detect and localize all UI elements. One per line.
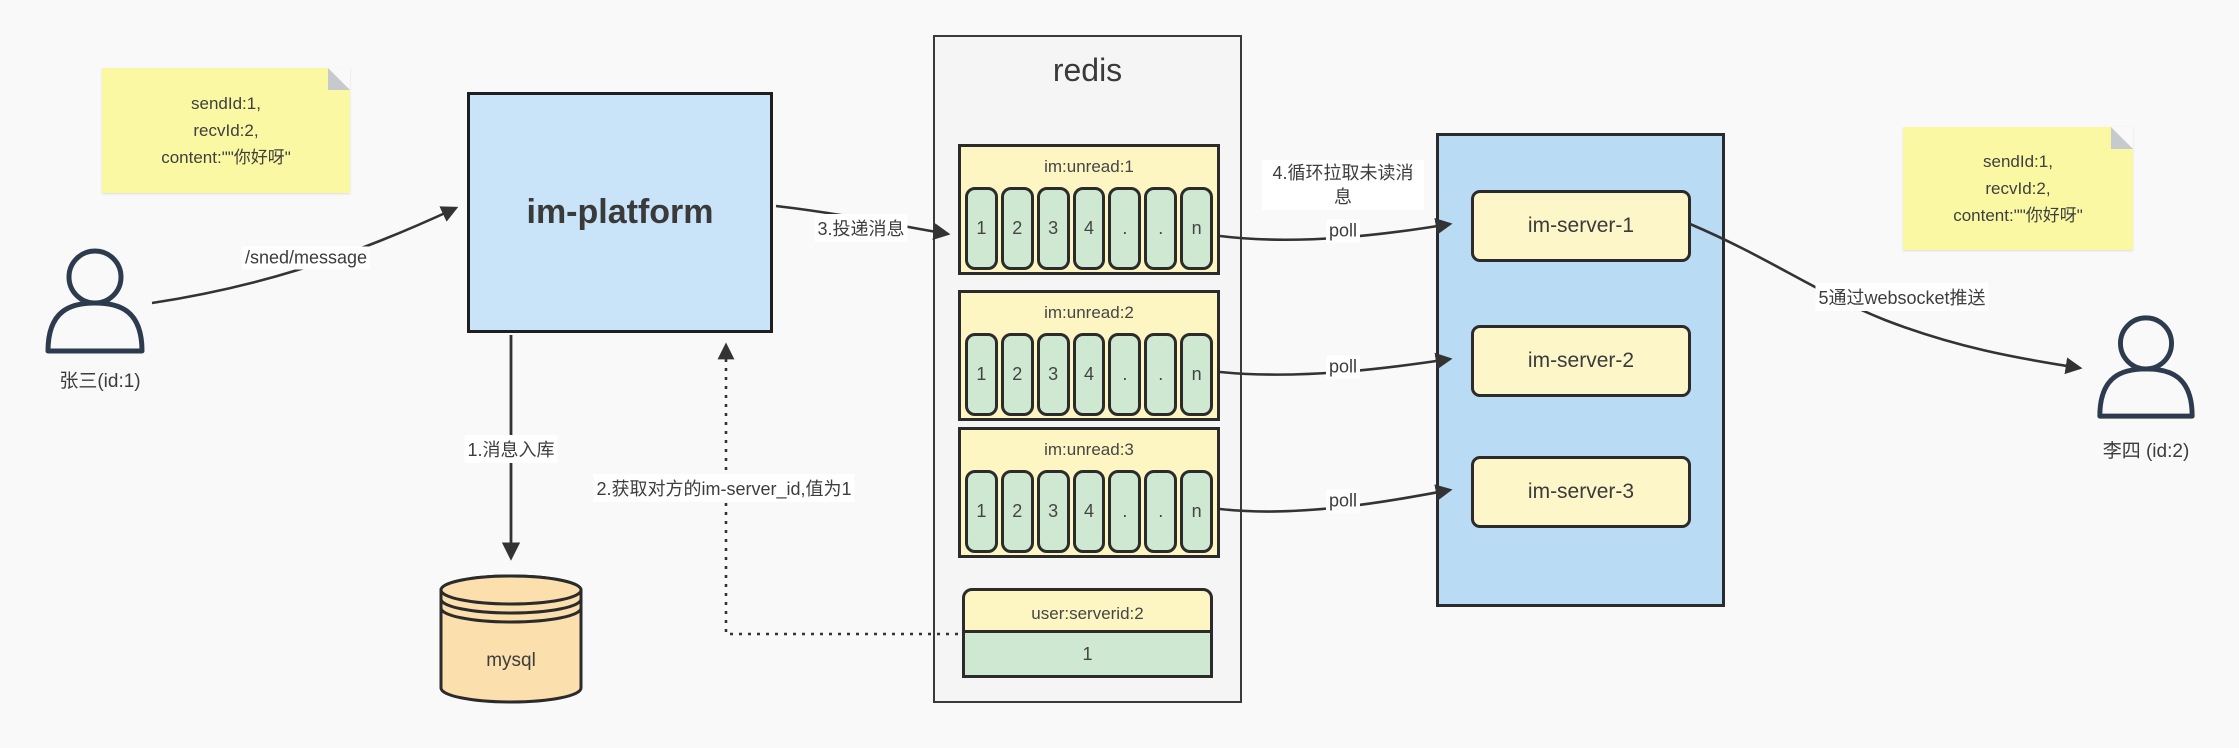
redis-user-serverid-box: user:serverid:2 1 [962,588,1213,678]
queue-cell: . [1144,470,1178,553]
queue-cell: 2 [1000,187,1034,270]
im-platform-box: im-platform [467,92,773,333]
mysql-database-shape [435,568,587,715]
edge-label-step4: 4.循环拉取未读消息 [1262,160,1424,210]
note-line: recvId:2, [193,121,259,140]
queue-cell: n [1180,333,1214,416]
queue-cells: 1 2 3 4 . . n [961,470,1217,553]
kv-value: 1 [962,633,1213,678]
queue-cell: n [1180,470,1214,553]
database-cylinder-icon [439,574,583,704]
person-icon-lisi [2090,312,2202,422]
edge-label-step3: 3.投递消息 [814,214,908,242]
queue-cell: . [1144,187,1178,270]
server-label: im-server-1 [1527,214,1635,237]
actor-label-lisi: 李四 (id:2) [2102,441,2190,462]
edge-label-poll-3: poll [1325,489,1361,513]
queue-cells: 1 2 3 4 . . n [961,333,1217,416]
queue-cell: 1 [965,187,998,270]
queue-cell: 2 [1000,333,1034,416]
server-label: im-server-2 [1527,349,1635,372]
redis-queue-im-unread-2: im:unread:2 1 2 3 4 . . n [958,290,1220,421]
note-line: content:""你好呀" [1953,206,2083,225]
queue-cell: 1 [965,333,998,416]
queue-title: im:unread:2 [1044,303,1134,322]
queue-cell: 1 [965,470,998,553]
note-line: sendId:1, [1983,152,2053,171]
queue-title: im:unread:1 [1044,157,1134,176]
person-icon-zhangsan [38,246,152,356]
edge-label-send-message: /sned/message [241,246,371,270]
person-icon [2097,315,2195,419]
redis-queue-im-unread-1: im:unread:1 1 2 3 4 . . n [958,144,1220,275]
queue-cell: 3 [1036,333,1070,416]
queue-cell: 3 [1036,470,1070,553]
queue-cells: 1 2 3 4 . . n [961,187,1217,270]
queue-cell: . [1108,333,1142,416]
queue-cell: 4 [1072,333,1106,416]
queue-cell: 4 [1072,187,1106,270]
im-server-2-box: im-server-2 [1471,325,1691,397]
queue-cell: 4 [1072,470,1106,553]
actor-label-zhangsan: 张三(id:1) [59,371,141,392]
kv-title: user:serverid:2 [962,588,1213,633]
queue-cell: . [1108,470,1142,553]
edge-label-step1: 1.消息入库 [464,435,558,463]
im-platform-label: im-platform [526,193,714,231]
queue-cell: 3 [1036,187,1070,270]
note-line: sendId:1, [191,94,261,113]
im-server-1-box: im-server-1 [1471,190,1691,262]
im-server-3-box: im-server-3 [1471,456,1691,528]
note-line: recvId:2, [1985,179,2051,198]
mysql-label: mysql [486,650,536,671]
note-line: content:""你好呀" [161,148,291,167]
queue-cell: n [1180,187,1214,270]
person-icon [45,248,145,354]
queue-title: im:unread:3 [1044,440,1134,459]
im-server-cluster-panel: im-server-1 im-server-2 im-server-3 [1436,133,1725,607]
edge-label-poll-2: poll [1325,355,1361,379]
redis-title: redis [1052,52,1123,88]
sticky-note-right: sendId:1, recvId:2, content:""你好呀" [1903,127,2133,250]
server-label: im-server-3 [1527,480,1635,503]
edge-label-step2: 2.获取对方的im-server_id,值为1 [593,474,855,502]
queue-cell: 2 [1000,470,1034,553]
edge-label-step5: 5通过websocket推送 [1815,283,1989,311]
sticky-note-left: sendId:1, recvId:2, content:""你好呀" [102,68,350,193]
edge-label-poll-1: poll [1325,219,1361,243]
queue-cell: . [1144,333,1178,416]
redis-queue-im-unread-3: im:unread:3 1 2 3 4 . . n [958,427,1220,558]
queue-cell: . [1108,187,1142,270]
